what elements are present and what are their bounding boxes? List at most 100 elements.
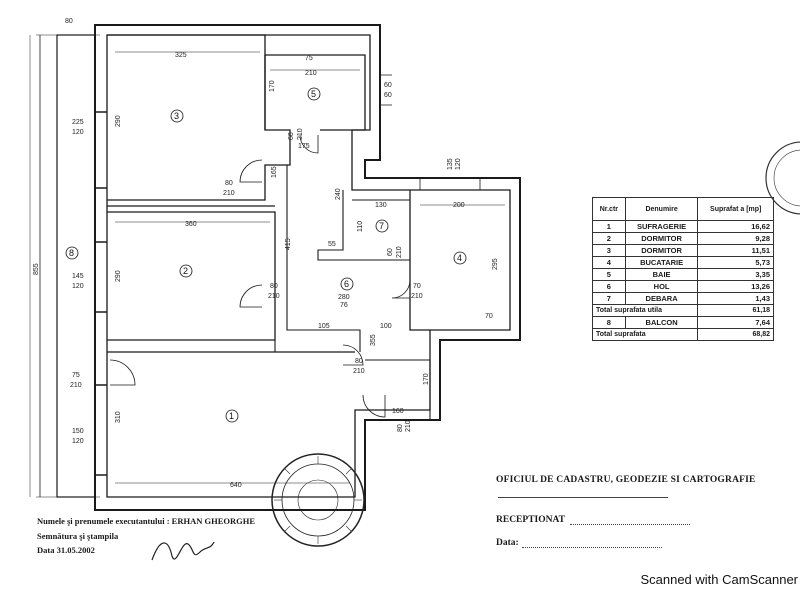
dim-label: 210: [405, 420, 412, 432]
room-number-8: 8: [69, 248, 74, 258]
total-util-label: Total suprafata utila: [591, 304, 699, 317]
dim-label: 80: [225, 180, 233, 187]
dim-label: 80: [270, 283, 278, 290]
room-number-2: 2: [183, 266, 188, 276]
dim-label: 60: [384, 92, 392, 99]
office-underline: [498, 497, 668, 498]
partial-stamp: [765, 141, 800, 215]
room-3-walls: [107, 34, 291, 201]
dim-label: 120: [72, 129, 84, 136]
dim-label: 210: [305, 70, 317, 77]
dim-label: 640: [230, 482, 242, 489]
table-cell: DORMITOR: [624, 244, 699, 257]
dim-label: 80: [65, 18, 73, 25]
executant-signature-label: Semnătura şi ştampila: [37, 531, 119, 541]
room-numbers: 3 5 2 7 4 6 8 1: [65, 87, 467, 423]
round-stamp: [271, 453, 365, 547]
dim-label: 70: [485, 313, 493, 320]
dim-label: 130: [375, 202, 387, 209]
total-value: 68,82: [697, 328, 774, 341]
room-number-6: 6: [344, 279, 349, 289]
dim-label: 135: [447, 158, 454, 170]
dim-label: 210: [223, 190, 235, 197]
scanner-watermark: Scanned with CamScanner: [640, 572, 798, 587]
dim-label: 355: [370, 334, 377, 346]
table-cell: 4: [592, 256, 626, 269]
table-cell: 3: [592, 244, 626, 257]
outer-wall: [94, 24, 521, 511]
table-cell: 7: [592, 292, 626, 305]
received-line: [570, 524, 690, 525]
dim-label: 325: [175, 52, 187, 59]
dim-label: 210: [411, 293, 423, 300]
executant-date: Data 31.05.2002: [37, 545, 95, 555]
table-cell: 3,35: [697, 268, 774, 281]
dim-label: 415: [285, 238, 292, 250]
table-cell: 13,26: [697, 280, 774, 293]
dim-label: 75: [72, 372, 80, 379]
table-cell: BALCON: [624, 316, 699, 329]
table-header: Denumire: [624, 197, 699, 221]
dim-label: 210: [297, 128, 304, 140]
dimension-labels: 80 325 75 210 170 60 60 60 210 175 225 1…: [33, 18, 499, 489]
room-number-1: 1: [229, 411, 234, 421]
received-label: RECEPTIONAT: [496, 515, 565, 525]
dim-label: 60: [387, 248, 394, 256]
table-header: Nr.ctr: [592, 197, 626, 221]
office-title: OFICIUL DE CADASTRU, GEODEZIE SI CARTOGR…: [496, 475, 756, 485]
dim-label: 280: [338, 294, 350, 301]
dim-label: 295: [492, 258, 499, 270]
dim-label: 100: [380, 323, 392, 330]
dim-label: 225: [72, 119, 84, 126]
dim-label: 170: [269, 80, 276, 92]
table-cell: 8: [592, 316, 626, 329]
dim-label: 55: [328, 241, 336, 248]
dim-label: 80: [397, 424, 404, 432]
dim-label: 855: [33, 263, 40, 275]
total-util-value: 61,18: [697, 304, 774, 317]
dim-label: 290: [115, 270, 122, 282]
office-date-line: [522, 547, 662, 548]
table-cell: 2: [592, 232, 626, 245]
office-date-label: Data:: [496, 538, 519, 548]
table-cell: 7,64: [697, 316, 774, 329]
dim-label: 120: [455, 158, 462, 170]
dim-label: 200: [453, 202, 465, 209]
table-cell: 16,62: [697, 220, 774, 233]
dim-label: 210: [268, 293, 280, 300]
table-cell: 9,28: [697, 232, 774, 245]
dim-label: 60: [384, 82, 392, 89]
total-label: Total suprafata: [591, 328, 699, 341]
table-cell: 5: [592, 268, 626, 281]
dim-label: 165: [271, 166, 278, 178]
dim-label: 360: [185, 221, 197, 228]
table-cell: 11,51: [697, 244, 774, 257]
room-2-walls: [107, 211, 276, 341]
dim-label: 210: [353, 368, 365, 375]
room-5-walls: [264, 54, 366, 131]
table-cell: 1,43: [697, 292, 774, 305]
dim-label: 175: [298, 143, 310, 150]
table-cell: HOL: [624, 280, 699, 293]
dim-label: 210: [70, 382, 82, 389]
room-number-3: 3: [174, 111, 179, 121]
dim-label: 70: [413, 283, 421, 290]
dim-label: 80: [355, 358, 363, 365]
table-cell: DORMITOR: [624, 232, 699, 245]
table-cell: DEBARA: [624, 292, 699, 305]
dim-label: 170: [423, 373, 430, 385]
table-cell: BAIE: [624, 268, 699, 281]
dim-label: 150: [72, 428, 84, 435]
dim-label: 105: [318, 323, 330, 330]
dim-label: 75: [305, 55, 313, 62]
